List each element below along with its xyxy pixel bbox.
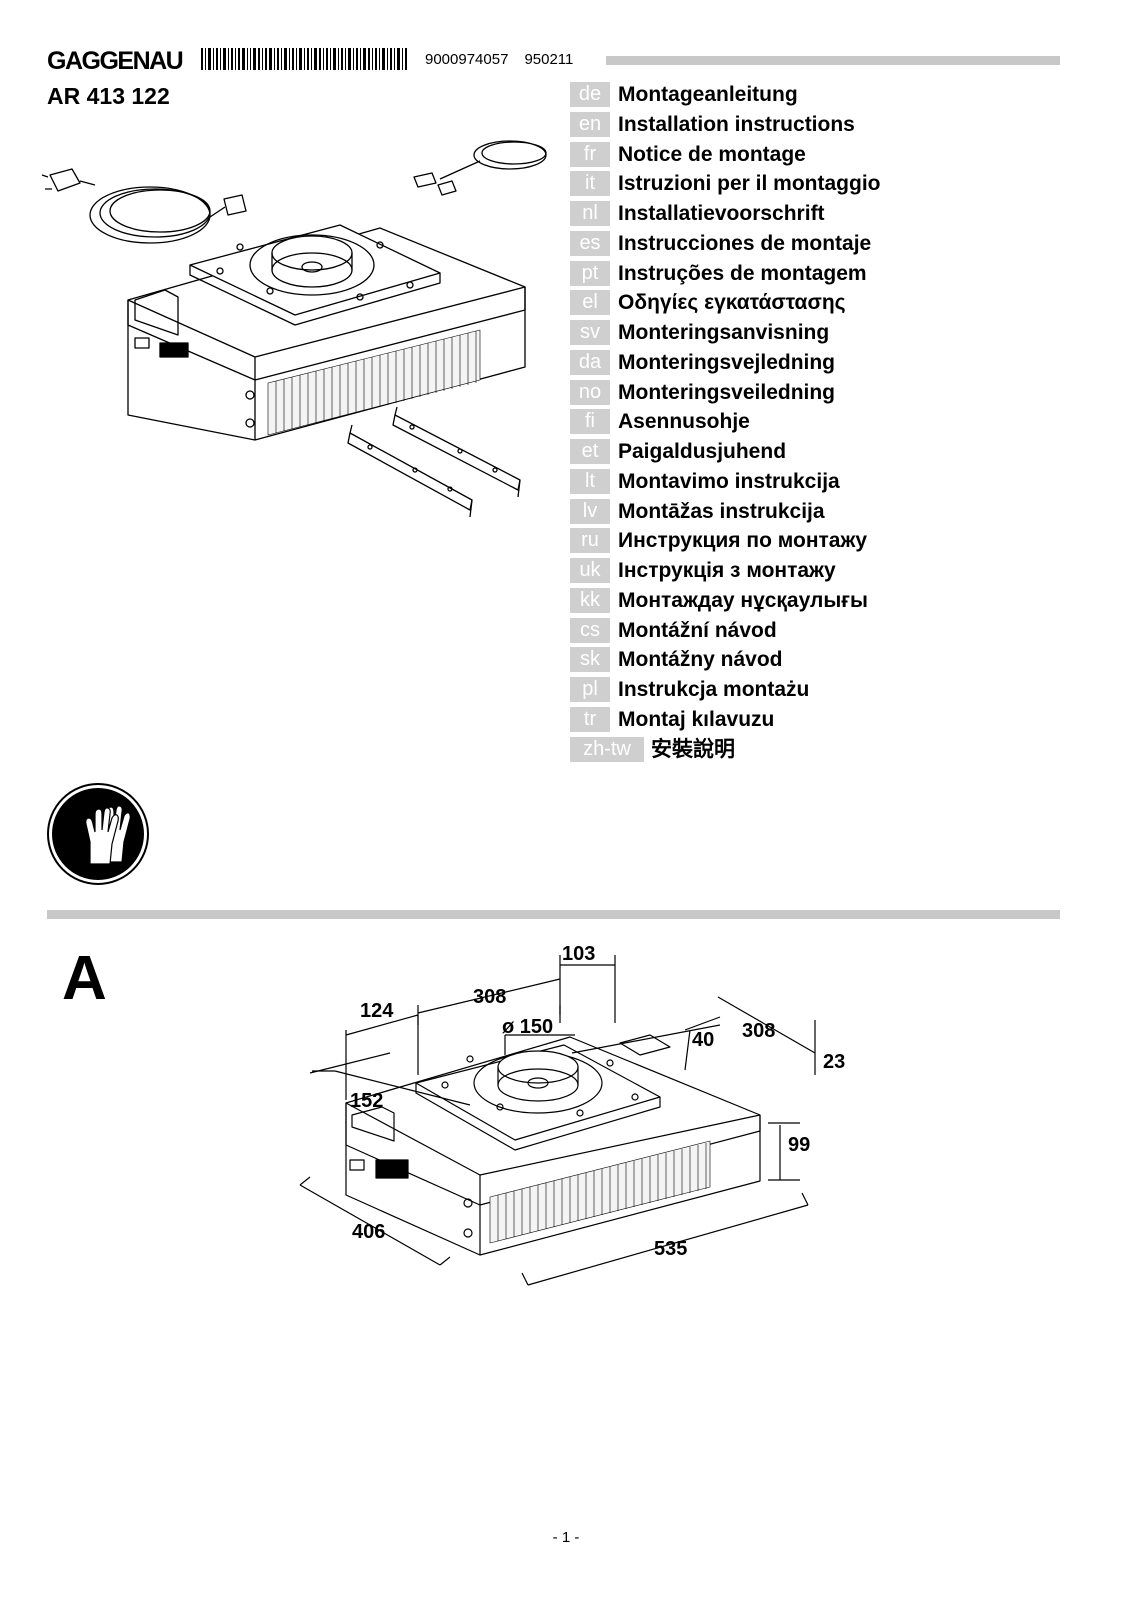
language-title: Инструкция по монтажу [618,529,868,553]
page-number: - 1 - [552,1529,580,1546]
language-title: Paigaldusjuhend [618,440,787,463]
dim-152: 152 [350,1090,383,1112]
section-label: A [62,944,107,1013]
dim-535: 535 [654,1238,687,1260]
dimension-drawing: 103 308 124 ø 150 40 308 23 152 99 406 5… [299,943,845,1286]
language-code: zh-tw [570,736,644,762]
language-code: en [570,111,610,137]
language-code: et [570,439,610,464]
language-code: tr [570,706,610,732]
language-title: Instrukcja montażu [618,678,810,701]
language-code: da [570,349,610,375]
language-title: Istruzioni per il montaggio [618,172,881,196]
language-title: Montageanleitung [618,83,798,106]
language-code: lv [570,498,610,524]
language-code: de [570,82,610,107]
language-code: kk [570,587,610,613]
dim-308-right: 308 [742,1020,775,1042]
mounting-brackets-icon [347,406,521,518]
edition-code: 950211 [524,51,574,68]
language-title: Montāžas instrukcija [618,499,825,523]
language-code: sk [570,647,610,673]
language-title: Montaj kılavuzu [618,707,775,731]
language-title: Asennusohje [618,410,750,434]
language-title: Notice de montage [618,142,806,166]
dim-40: 40 [692,1029,714,1051]
dim-23: 23 [823,1051,845,1073]
language-title: Montážní návod [618,618,777,642]
language-title: Οδηγίες εγκατάστασης [618,291,846,315]
language-title: Instrucciones de montaje [618,231,872,255]
power-cable-icon [41,168,247,244]
language-code: no [570,379,610,405]
dim-124: 124 [360,1000,394,1022]
language-title: Montážny návod [618,648,783,672]
language-title: Monteringsveiledning [618,380,836,404]
brand-logo: GAGGENAU [47,47,184,75]
dim-103: 103 [562,943,595,965]
language-code: nl [570,201,610,226]
document-codes: 9000974057 950211 [425,50,573,70]
language-code: it [570,171,610,197]
language-code: lt [570,468,610,494]
connection-cable-icon [413,140,547,196]
language-code: pl [570,677,610,702]
language-code: cs [570,617,610,643]
language-code: uk [570,558,610,583]
model-number: AR 413 122 [47,83,170,109]
language-title: Monteringsanvisning [618,321,830,344]
hood-unit-icon [127,224,526,441]
language-code: fi [570,409,610,435]
language-code: es [570,230,610,256]
dim-406: 406 [352,1221,385,1243]
gloves-icon [47,783,149,885]
document-number: 9000974057 [425,51,509,68]
language-code: el [570,290,610,316]
dim-150: ø 150 [502,1016,553,1038]
language-title: Installation instructions [618,112,855,136]
section-rule [47,910,1060,919]
language-title: Installatievoorschrift [618,202,825,225]
language-title: Монтаждау нұсқаулығы [618,588,868,612]
language-code: fr [570,141,610,167]
dim-308-top: 308 [473,986,506,1008]
barcode [201,48,407,70]
language-code: sv [570,320,610,345]
language-title: 安裝說明 [651,737,735,761]
language-title: Montavimo instrukcija [618,469,840,493]
language-code: pt [570,260,610,286]
header-rule [606,56,1060,65]
language-title: Monteringsvejledning [618,350,836,374]
language-title: Інструкція з монтажу [618,559,836,582]
language-title: Instruções de montagem [618,261,867,285]
dim-99: 99 [788,1134,810,1156]
language-code: ru [570,528,610,554]
product-illustration [41,140,547,518]
